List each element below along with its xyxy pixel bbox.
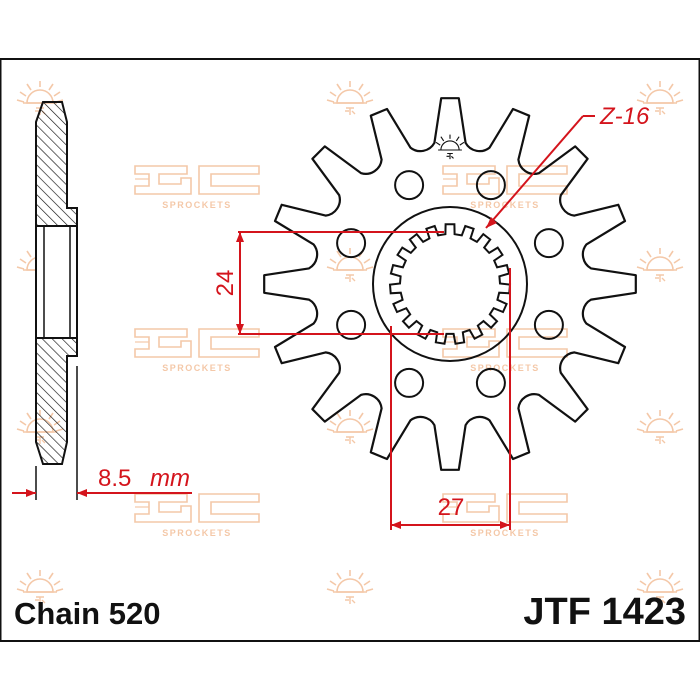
bolt-holes [336, 170, 564, 398]
spline-height-value: 24 [212, 270, 239, 297]
jt-logo-icon [134, 165, 260, 195]
drawing-frame [0, 58, 700, 642]
spline-height-dimension: 24 [212, 231, 444, 335]
chain-size-label: Chain 520 [14, 596, 160, 631]
bolt-hole [475, 367, 506, 398]
sprocket-face [263, 97, 637, 471]
side-profile-bore [35, 225, 78, 339]
bolt-hole [475, 170, 506, 201]
teeth-count-leader: Z-16 [485, 103, 650, 229]
watermark-brand-text: SPROCKETS [470, 200, 540, 210]
sprocket-outline [263, 97, 637, 471]
spline-bore [388, 223, 512, 345]
side-profile-upper-hatch [35, 101, 78, 227]
bolt-hole [533, 309, 564, 340]
part-number-label: JTF 1423 [523, 591, 686, 633]
bolt-hole [336, 309, 367, 340]
bolt-hole [336, 228, 367, 259]
offset-width-dimension: 27 [390, 268, 511, 530]
thickness-dimension: 8.5 mm [12, 465, 192, 497]
thickness-value: 8.5 [98, 465, 131, 492]
sun-logo-icon [636, 247, 684, 283]
watermark-brand-text: SPROCKETS [162, 363, 232, 373]
watermark-brand-text: SPROCKETS [470, 363, 540, 373]
side-profile [35, 101, 78, 500]
bolt-hole [394, 367, 425, 398]
side-profile-lower-hatch [35, 337, 78, 465]
sun-logo-icon [326, 247, 374, 283]
watermark-brand-text: SPROCKETS [162, 528, 232, 538]
sun-logo-icon [636, 409, 684, 445]
face-logo-icon [435, 134, 465, 160]
thickness-unit: mm [150, 465, 190, 492]
jt-logo-icon [134, 493, 260, 523]
sun-logo-icon [326, 569, 374, 605]
sun-logo-icon [326, 80, 374, 116]
bolt-hole [533, 228, 564, 259]
watermark-brand-text: SPROCKETS [162, 200, 232, 210]
watermark-brand-text: SPROCKETS [470, 528, 540, 538]
bolt-hole [394, 170, 425, 201]
hub-circle [372, 206, 528, 362]
teeth-count-label: Z-16 [599, 103, 650, 130]
offset-width-value: 27 [438, 494, 465, 521]
watermark-layer: SPROCKETS SPROCKETS SPROCKETS SPROCKETS … [16, 80, 684, 605]
